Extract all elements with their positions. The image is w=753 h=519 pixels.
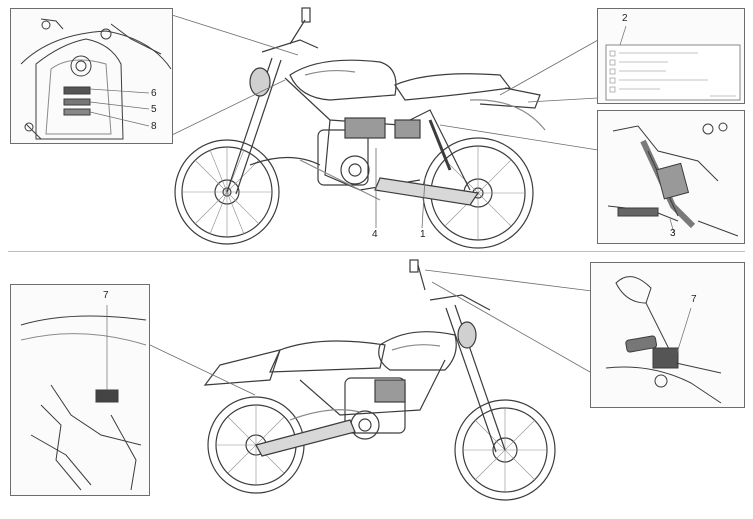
label-sheet-panel: 2 (597, 8, 745, 104)
rear-frame-drawing (20, 305, 147, 491)
tank-callout-8: 8 (151, 121, 157, 132)
rear-frame-panel: 7 (10, 284, 150, 496)
tank-detail-panel: 6 5 8 (10, 8, 173, 144)
tank-callout-6: 6 (151, 88, 157, 99)
top-leader-lines (171, 14, 599, 229)
bottom-leader-lines (149, 269, 601, 396)
bike-callout-1: 1 (420, 229, 426, 240)
shock-detail-panel: 3 (597, 110, 745, 244)
shock-callout-3: 3 (670, 228, 676, 239)
section-divider (8, 251, 745, 252)
tank-detail-drawing (20, 18, 172, 140)
rear-callout-7: 7 (103, 290, 109, 301)
mirror-switch-drawing (605, 276, 722, 404)
shock-detail-drawing (607, 122, 739, 237)
tank-callout-5: 5 (151, 104, 157, 115)
mirror-callout-7: 7 (691, 294, 697, 305)
bike-callout-4: 4 (372, 229, 378, 240)
bottom-motorcycle (203, 259, 556, 501)
label-sheet-drawing (605, 25, 741, 101)
top-motorcycle (174, 7, 546, 249)
mirror-switch-panel: 7 (590, 262, 745, 408)
label-callout-2: 2 (622, 13, 628, 24)
